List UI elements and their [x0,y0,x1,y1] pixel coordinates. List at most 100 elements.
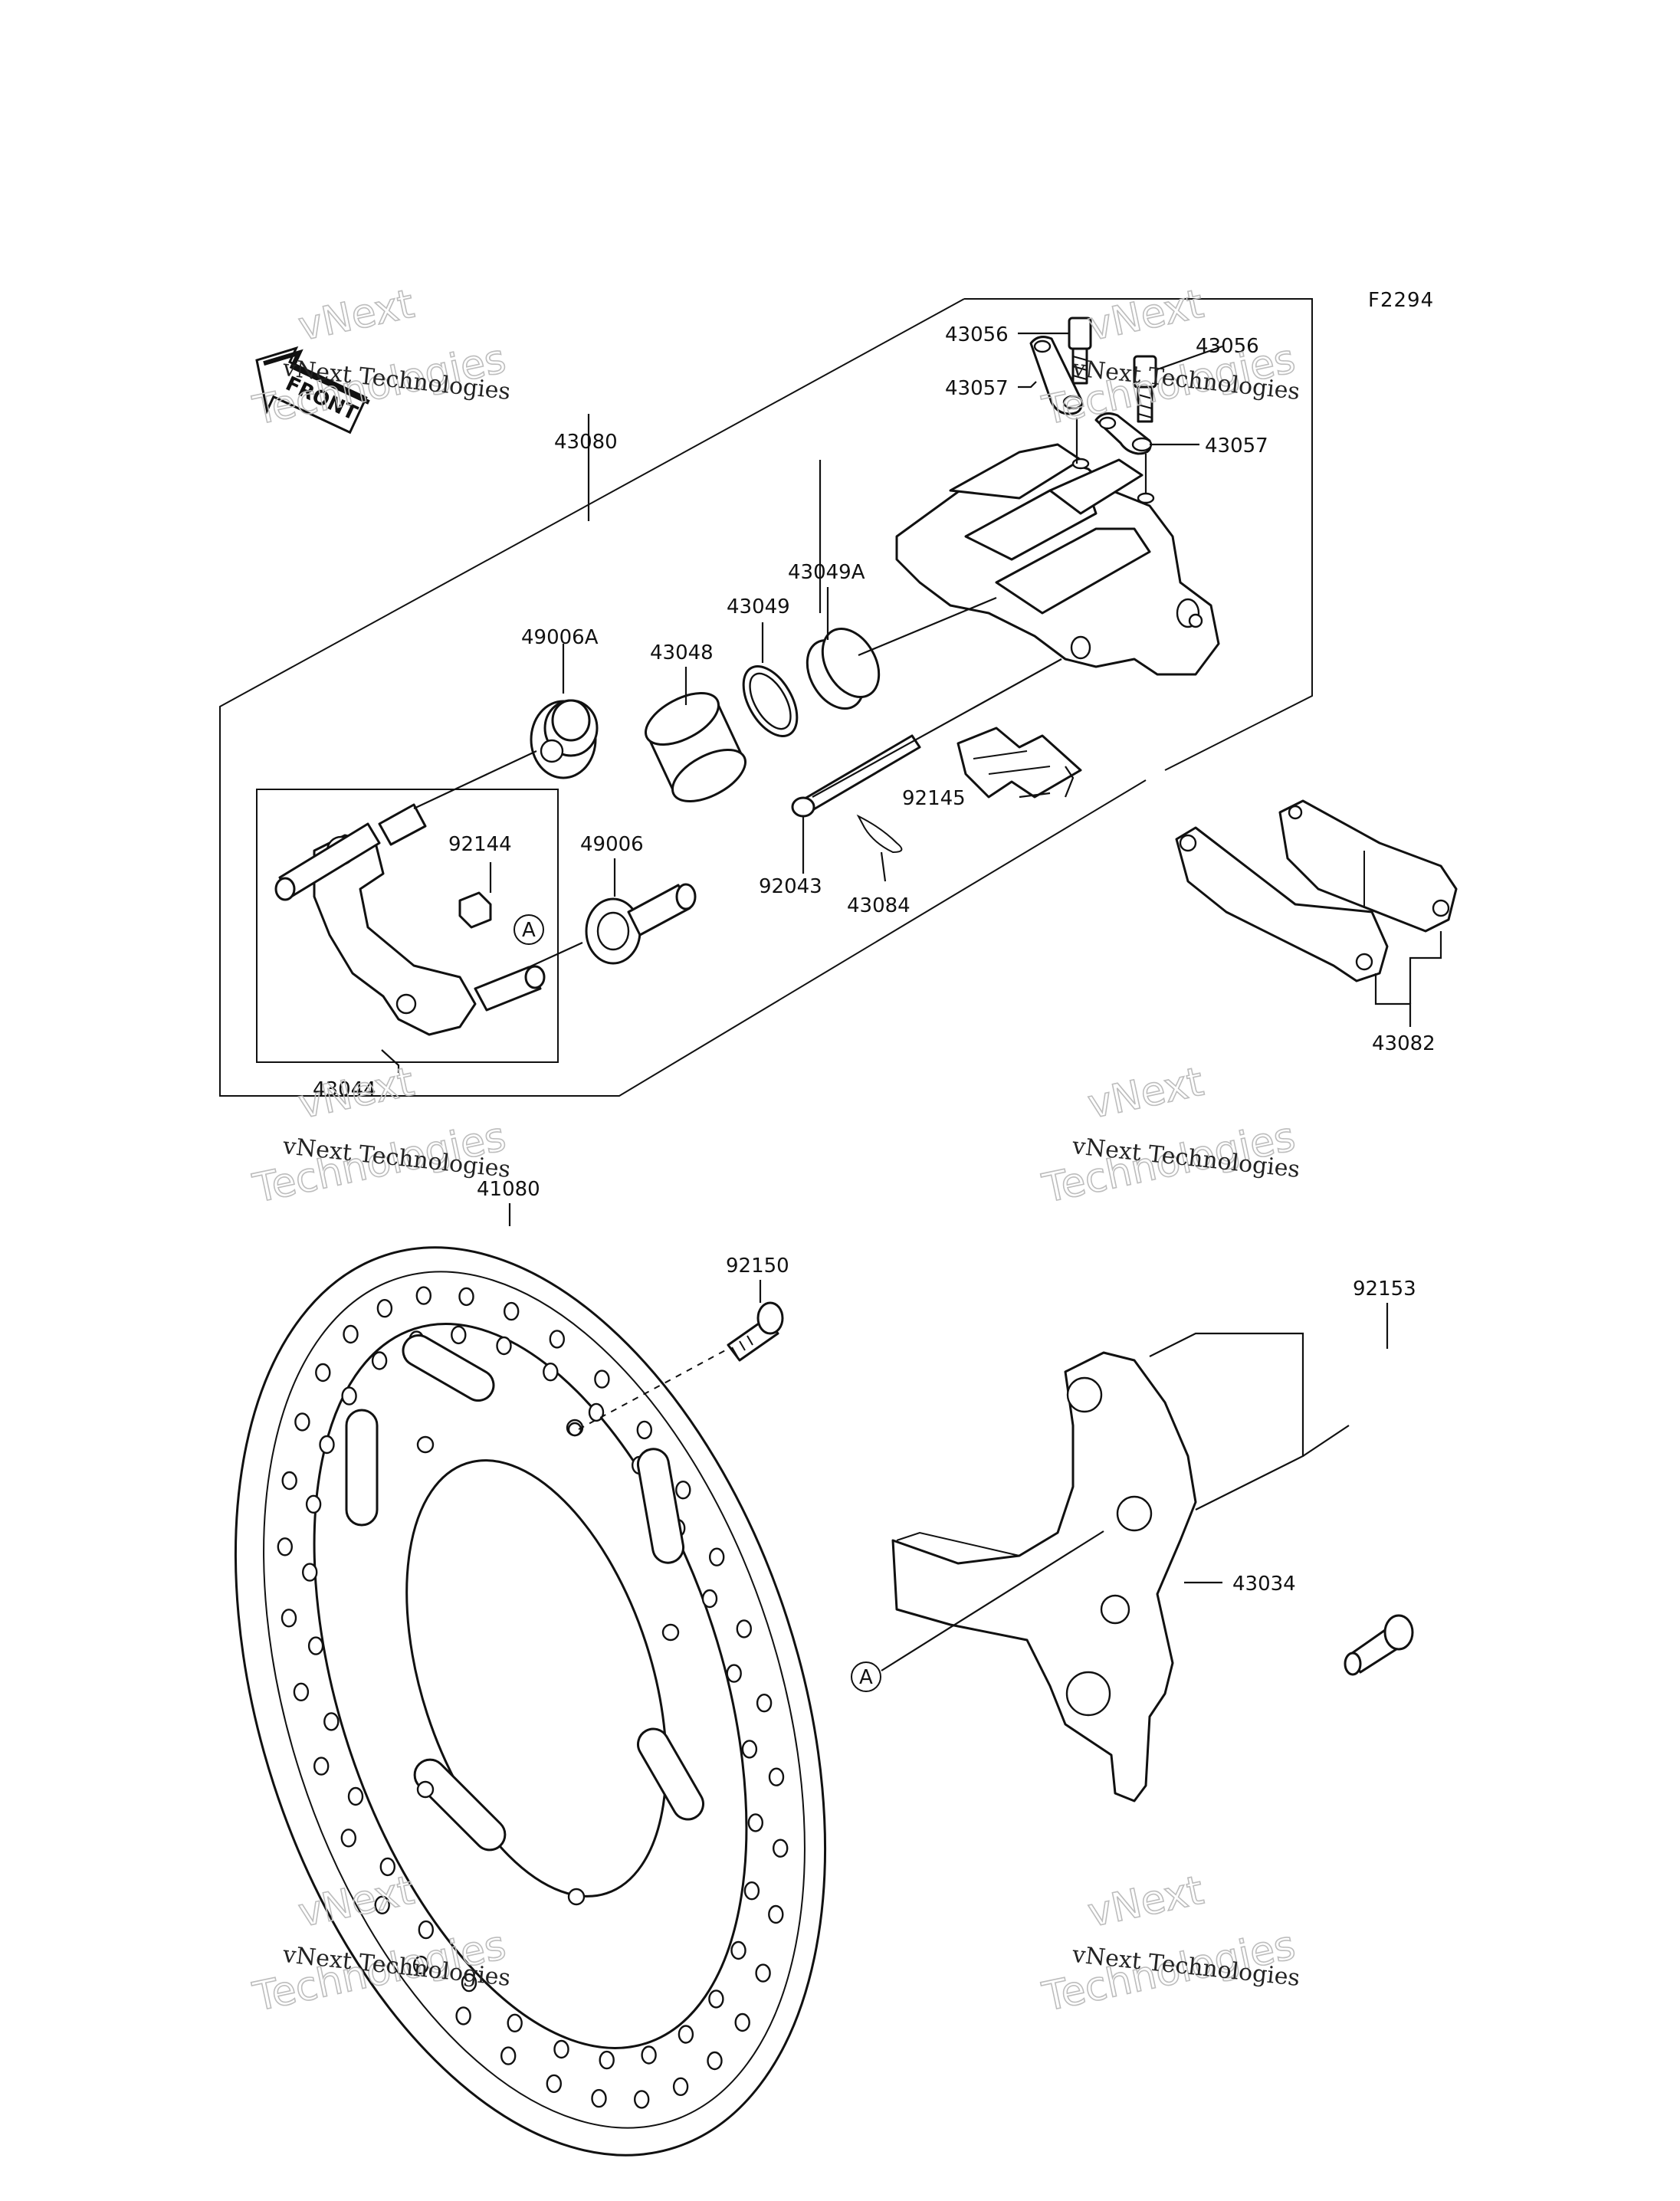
pad-spring-small [458,891,492,929]
disc-vent-hole [726,1664,742,1683]
label-92144: 92144 [448,833,512,856]
bracket-detail-frame [256,789,559,1063]
disc-vent-hole [347,1786,364,1806]
label-43049a: 43049A [788,561,865,584]
disc-vent-hole [675,1480,691,1500]
brake-disc [235,1246,826,2157]
disc-vent-hole [741,1740,758,1759]
disc-vent-hole [455,2006,471,2026]
label-92153: 92153 [1353,1278,1416,1301]
label-49006a: 49006A [521,626,599,649]
disc-vent-hole [743,1881,760,1901]
pin-clip [856,814,903,854]
disc-vent-hole [747,1813,763,1832]
bleeder-cap-1 [1029,336,1084,415]
disc-vent-hole [672,2077,689,2097]
disc-vent-hole [451,1325,467,1345]
disc-vent-hole [701,1589,718,1609]
callout-marker-a-1: A [514,914,544,945]
disc-vent-hole [549,1330,565,1349]
disc-vent-hole [376,1298,393,1318]
pad-spring [956,727,1082,799]
figure-code: F2294 [1368,289,1434,312]
disc-vent-hole [730,1940,746,1960]
watermark-1: vNext Technologies vNext Technologies [248,280,512,435]
callout-marker-a-2: A [851,1661,881,1692]
disc-vent-hole [418,1920,434,1940]
disc-vent-hole [553,2039,569,2059]
disc-vent-hole [736,1619,752,1638]
disc-vent-hole [281,1471,297,1491]
watermark-4: vNext Technologies vNext Technologies [1038,1058,1301,1213]
disc-vent-hole [768,1904,784,1924]
disc-vent-hole [343,1324,359,1344]
disc-vent-hole [305,1494,322,1514]
disc-vent-hole [707,2051,723,2071]
watermark-6: vNext Technologies vNext Technologies [1038,1867,1301,2022]
boot-49006a [530,699,599,779]
label-43082: 43082 [1372,1032,1436,1055]
label-49006: 49006 [580,833,644,856]
disc-vent-hole [379,1857,395,1877]
disc-vent-hole [496,1336,512,1356]
label-43080: 43080 [554,431,618,454]
label-43049: 43049 [727,595,790,618]
boot-49006 [585,883,697,965]
disc-vent-hole [323,1712,340,1731]
label-92150: 92150 [726,1255,789,1278]
svg-text:vNext: vNext [1084,1059,1207,1128]
disc-vent-hole [734,2012,750,2032]
svg-text:A: A [522,919,536,942]
svg-text:vNext: vNext [294,1059,418,1128]
brake-pads [1175,799,1458,982]
disc-vent-hole [588,1402,605,1422]
caliper-holder [891,1351,1197,1802]
disc-vent-hole [319,1435,335,1455]
disc-vent-hole [307,1636,324,1655]
disc-vent-hole [458,1287,474,1307]
disc-vent-hole [504,1301,520,1321]
bleeder-valve-2 [1133,355,1157,423]
disc-vent-hole [546,2074,562,2094]
label-43084: 43084 [847,894,911,917]
disc-vent-hole [415,1286,431,1305]
disc-vent-hole [313,1757,330,1776]
piston [644,691,747,803]
disc-vent-hole [708,1989,724,2009]
disc-vent-hole [315,1363,331,1383]
disc-vent-hole [294,1412,310,1432]
disc-vent-hole [756,1693,773,1713]
label-92043: 92043 [759,875,822,898]
disc-vent-hole [709,1547,725,1566]
disc-vent-hole [768,1767,785,1786]
caliper-assembly-outline [219,298,1313,1097]
disc-vent-hole [591,2088,607,2108]
disc-vent-hole [413,1955,429,1975]
svg-text:vNext: vNext [294,281,418,350]
label-43044: 43044 [313,1078,376,1101]
svg-text:vNext: vNext [1084,281,1207,350]
svg-text:A: A [859,1666,873,1689]
label-43048: 43048 [650,641,714,664]
disc-vent-hole [302,1563,318,1582]
bracket-bolt [1344,1614,1414,1676]
disc-vent-hole [371,1351,388,1370]
label-43034: 43034 [1232,1573,1296,1596]
label-43056-a: 43056 [945,323,1009,346]
disc-vent-hole [374,1895,390,1915]
caliper-bracket [274,803,546,1036]
disc-vent-hole [636,1420,652,1440]
disc-vent-hole [755,1963,771,1983]
disc-vent-hole [461,1973,477,1993]
label-43057-a: 43057 [945,377,1009,400]
label-41080: 41080 [477,1178,540,1201]
piston-seal [806,627,881,710]
disc-vent-hole [341,1386,357,1406]
disc-vent-hole [599,2050,615,2070]
disc-vent-hole [641,2045,657,2065]
disc-vent-hole [543,1362,559,1382]
caliper-body [895,443,1220,676]
disc-vent-hole [678,2025,694,2044]
